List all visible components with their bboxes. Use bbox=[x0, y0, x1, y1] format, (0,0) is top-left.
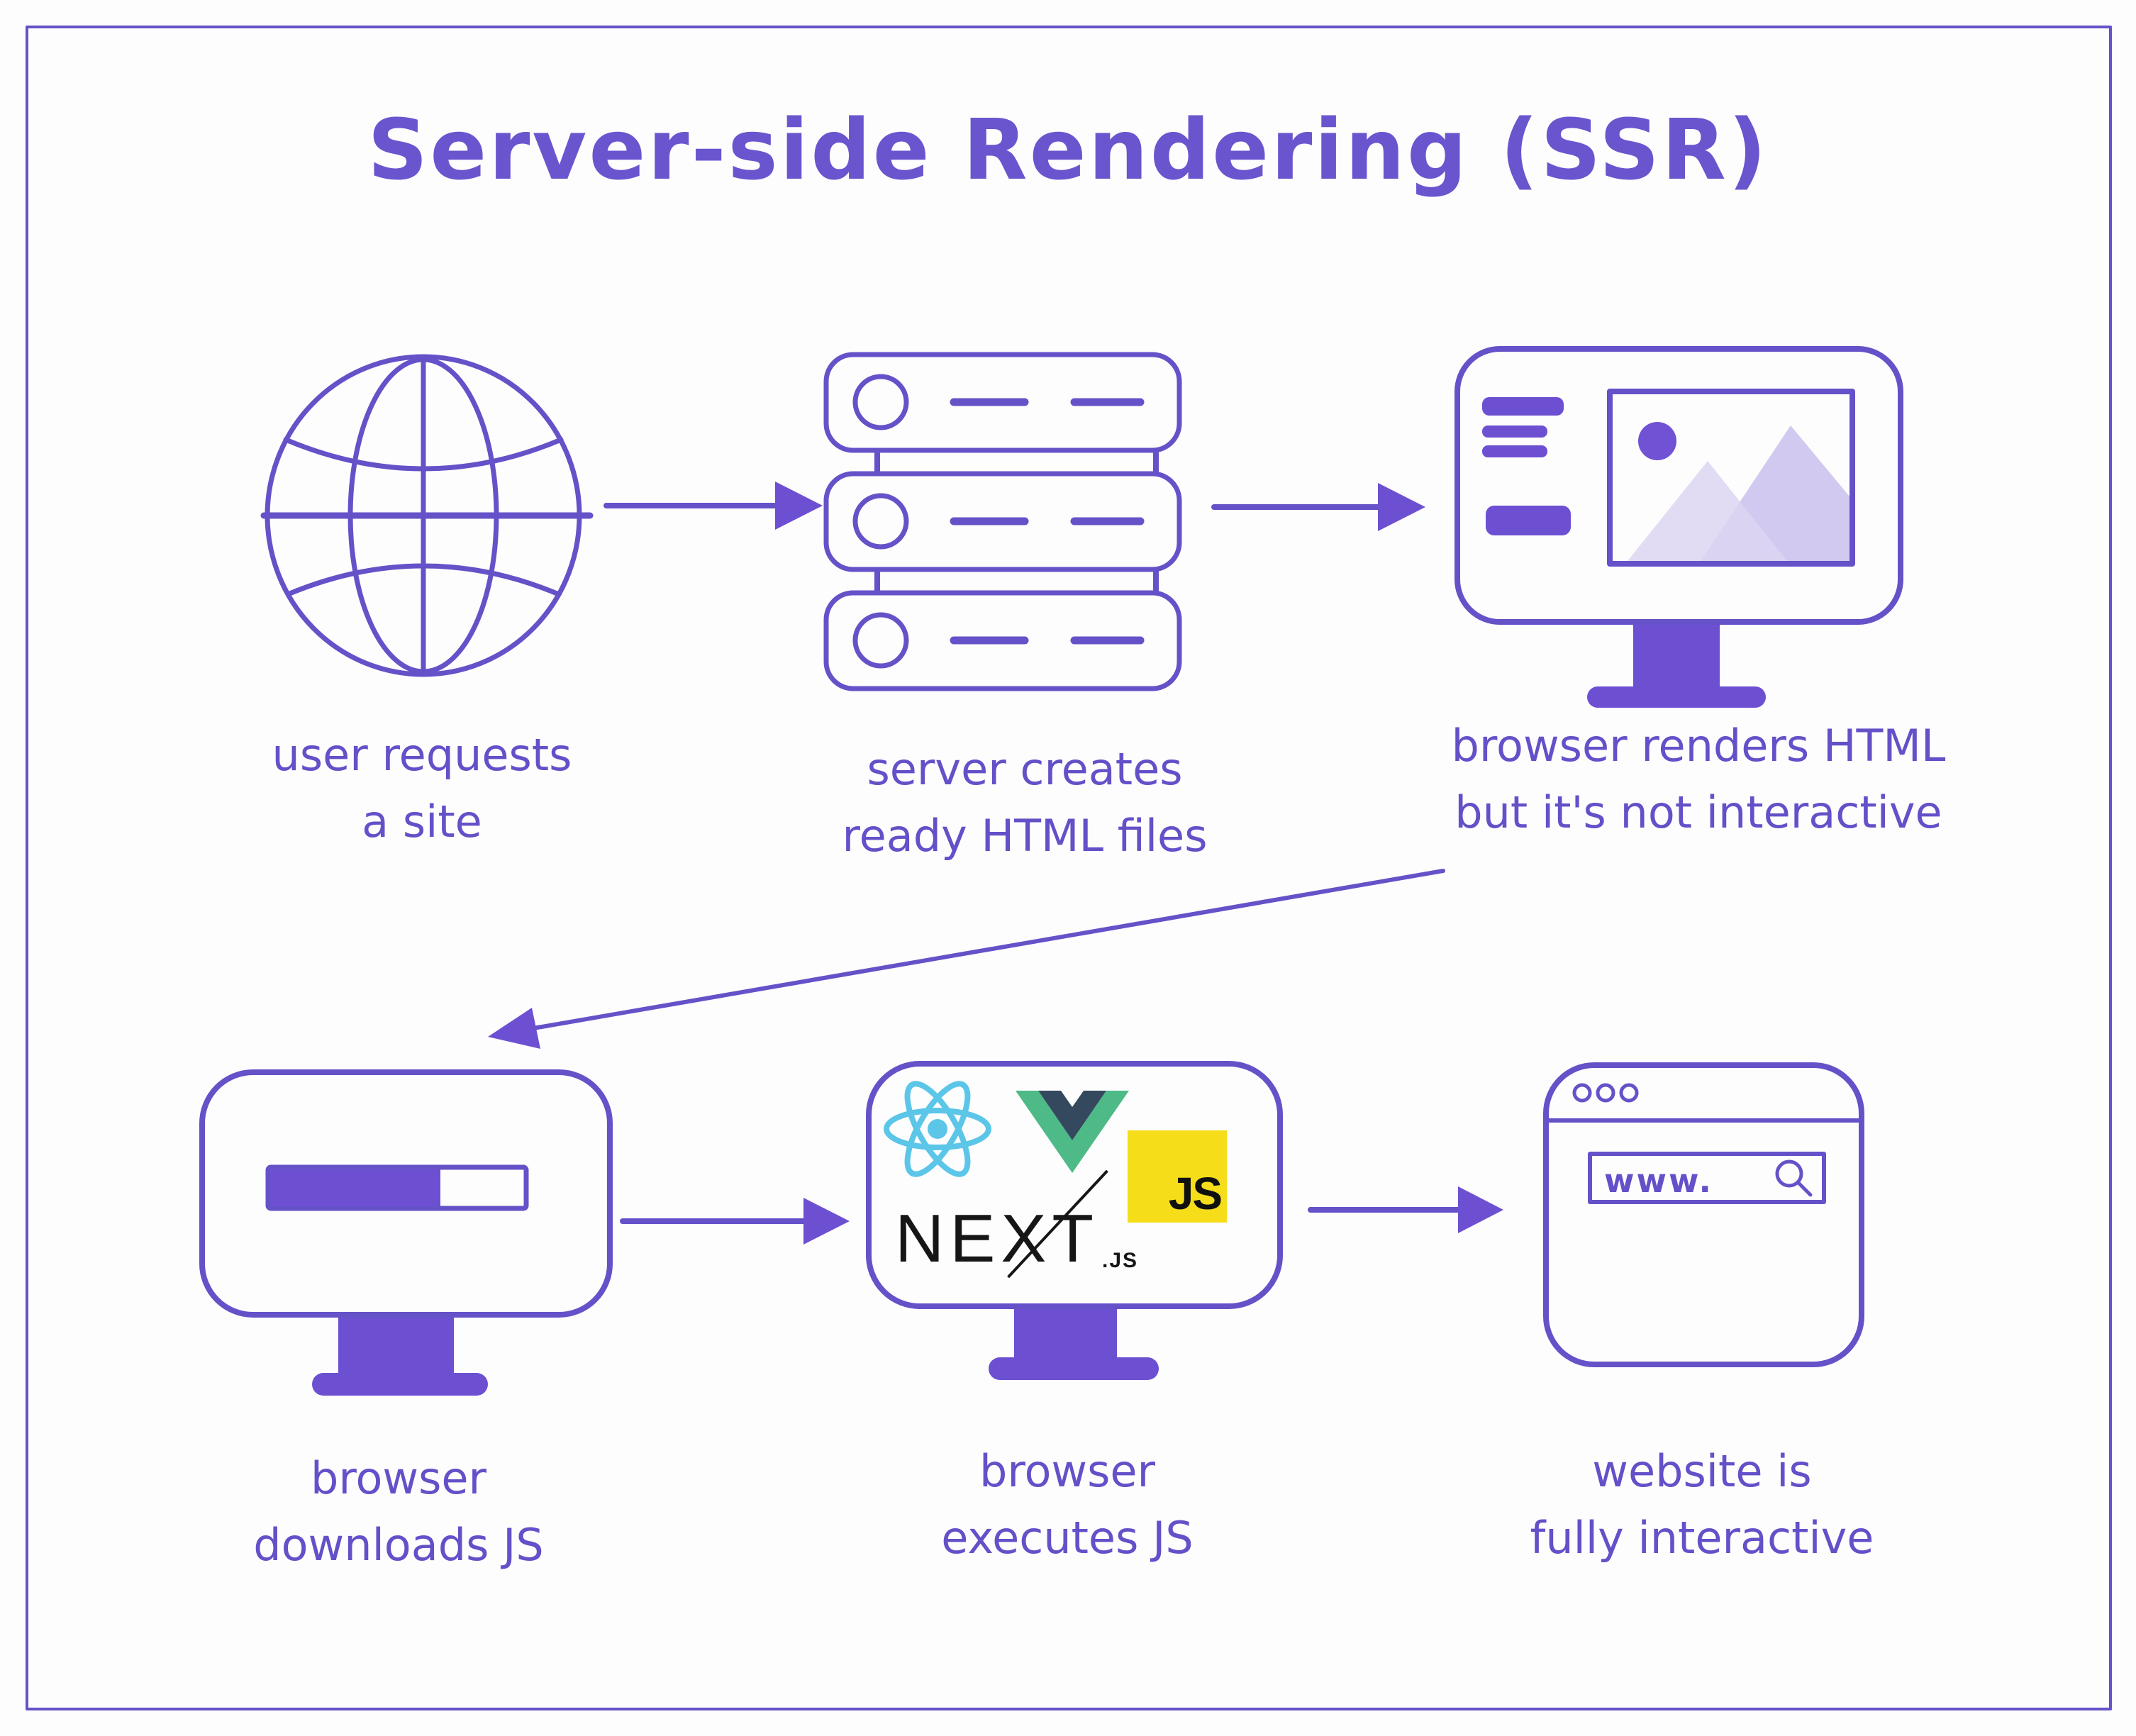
window-dot-icon bbox=[1619, 1083, 1639, 1103]
label-website-interactive: website is fully interactive bbox=[1530, 1438, 1874, 1571]
label-line: but it's not interactive bbox=[1454, 786, 1942, 839]
javascript-logo-icon: JS bbox=[1128, 1130, 1227, 1223]
address-bar-text: www. bbox=[1604, 1162, 1714, 1200]
label-line: server creates bbox=[867, 743, 1183, 795]
arrow-right-icon bbox=[620, 1198, 850, 1245]
arrow-diagonal-icon bbox=[488, 869, 1445, 1049]
js-badge-text: JS bbox=[1168, 1168, 1223, 1219]
label-browser-renders: browser renders HTML but it's not intera… bbox=[1452, 713, 1946, 846]
progress-bar-fill bbox=[270, 1169, 440, 1206]
label-line: browser renders HTML bbox=[1451, 720, 1946, 772]
label-line: browser bbox=[979, 1445, 1156, 1497]
label-browser-downloads: browser downloads JS bbox=[253, 1445, 543, 1579]
vue-logo-icon bbox=[1016, 1091, 1129, 1173]
search-icon bbox=[1775, 1159, 1813, 1197]
page-border bbox=[26, 26, 2112, 1710]
label-server-creates: server creates ready HTML files bbox=[842, 736, 1208, 869]
server-stack-icon bbox=[823, 352, 1182, 691]
arrow-right-icon bbox=[603, 482, 823, 530]
nextjs-logo-icon: NEXT.JS bbox=[895, 1200, 1150, 1285]
globe-icon bbox=[260, 354, 594, 677]
page-title: Server-side Rendering (SSR) bbox=[367, 101, 1769, 199]
label-line: downloads JS bbox=[253, 1519, 544, 1571]
label-line: browser bbox=[310, 1452, 487, 1504]
browser-window-icon bbox=[1543, 1062, 1864, 1367]
label-line: fully interactive bbox=[1530, 1512, 1874, 1564]
label-browser-executes: browser executes JS bbox=[941, 1438, 1193, 1571]
nextjs-suffix: .JS bbox=[1102, 1249, 1139, 1272]
label-line: executes JS bbox=[941, 1512, 1194, 1564]
window-dot-icon bbox=[1572, 1083, 1592, 1103]
window-dot-icon bbox=[1596, 1083, 1615, 1103]
arrow-right-icon bbox=[1211, 483, 1425, 531]
label-line: user requests bbox=[272, 729, 572, 781]
label-line: a site bbox=[362, 796, 482, 848]
label-line: ready HTML files bbox=[842, 810, 1208, 862]
nextjs-wordmark: NEXT bbox=[895, 1201, 1100, 1276]
monitor-frameworks-icon bbox=[866, 1061, 1283, 1380]
label-user-requests: user requests a site bbox=[272, 722, 572, 855]
monitor-webpage-icon bbox=[1454, 346, 1903, 708]
monitor-progress-icon bbox=[199, 1069, 613, 1396]
arrow-right-icon bbox=[1308, 1186, 1503, 1233]
address-bar bbox=[1588, 1152, 1826, 1204]
react-logo-icon bbox=[884, 1081, 991, 1177]
label-line: website is bbox=[1592, 1445, 1812, 1497]
